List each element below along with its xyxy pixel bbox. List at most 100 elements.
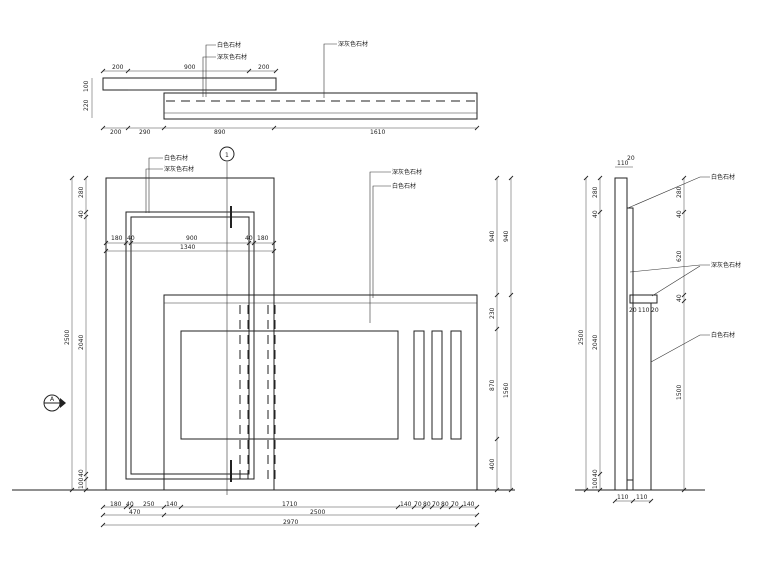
plan-view: 200 900 200 100 220 200 290 890 1610 白色石… — [83, 40, 480, 136]
dim-b-1710: 1710 — [282, 501, 297, 508]
dim-b-140b: 140 — [400, 501, 412, 508]
side-note-white-b: 白色石材 — [711, 331, 735, 339]
side-dim-r-280: 280 — [676, 186, 683, 198]
tick — [271, 240, 277, 246]
front-note-white-b: 白色石材 — [392, 182, 416, 190]
tick — [429, 504, 435, 510]
side-dim-mid-20b: 20 — [651, 307, 659, 314]
dim-b-40: 40 — [126, 501, 134, 508]
tick — [83, 476, 89, 482]
tick — [83, 175, 89, 181]
tick — [681, 292, 687, 298]
tick — [630, 498, 636, 504]
tick — [508, 292, 514, 298]
axis-bubble — [219, 146, 235, 162]
side-dim-b-110a: 110 — [617, 494, 629, 501]
plan-lower-slab — [163, 92, 478, 120]
dim-100: 100 — [78, 477, 85, 489]
tick — [597, 209, 603, 215]
front-screen-panel — [180, 330, 399, 440]
dim-2040: 2040 — [78, 335, 85, 350]
tick — [271, 125, 277, 131]
dim-b-250: 250 — [143, 501, 155, 508]
front-vertical-slot-2 — [431, 330, 443, 440]
side-note-dark: 深灰色石材 — [711, 261, 741, 269]
plan-dim-900: 900 — [184, 64, 196, 71]
dim-in-40b: 40 — [245, 235, 253, 242]
side-main-panel — [614, 177, 628, 491]
side-callout-white-b — [650, 334, 710, 363]
tick — [69, 175, 75, 181]
side-dim-mid-20a: 20 — [629, 307, 637, 314]
dim-in-180b: 180 — [257, 235, 269, 242]
dim-b-70b: 70 — [432, 501, 440, 508]
dim-r-400: 400 — [489, 458, 496, 470]
side-dim-r-40b: 40 — [676, 294, 683, 302]
side-cap — [629, 294, 658, 304]
front-callout-dark — [145, 168, 163, 213]
front-frame-outer — [125, 211, 255, 480]
dim-r-230: 230 — [489, 307, 496, 319]
tick — [103, 240, 109, 246]
side-dim-2500: 2500 — [578, 330, 585, 345]
tick — [100, 68, 106, 74]
tick — [508, 175, 514, 181]
tick — [128, 504, 134, 510]
tick — [246, 240, 252, 246]
tick — [161, 512, 167, 518]
plan-dim-b-290: 290 — [139, 129, 151, 136]
tick — [612, 498, 618, 504]
plan-dim-220: 220 — [83, 99, 90, 111]
side-dim-100: 100 — [592, 477, 599, 489]
dim-b-470: 470 — [129, 509, 141, 516]
dim-40a: 40 — [78, 210, 85, 218]
side-note-white-a: 白色石材 — [711, 173, 735, 181]
tick — [125, 125, 131, 131]
tick — [123, 504, 129, 510]
tick — [178, 504, 184, 510]
tick — [458, 504, 464, 510]
tick — [251, 240, 257, 246]
tick — [474, 522, 480, 528]
side-callout-dark-a — [629, 264, 710, 273]
plan-callout-white — [205, 44, 216, 97]
tick — [100, 125, 106, 131]
tick — [271, 248, 277, 254]
plan-note-white: 白色石材 — [217, 41, 241, 49]
dim-1340: 1340 — [180, 244, 195, 251]
dim-b-2970: 2970 — [283, 519, 298, 526]
dim-b-80a: 80 — [423, 501, 431, 508]
dim-in-40a: 40 — [127, 235, 135, 242]
section-marker-arrow-icon — [60, 398, 66, 408]
front-callout-dark-b — [369, 171, 391, 323]
dim-b-70c: 70 — [451, 501, 459, 508]
side-dim-r-620: 620 — [676, 250, 683, 262]
tick — [273, 68, 279, 74]
tick — [421, 504, 427, 510]
tick — [103, 248, 109, 254]
dim-b-140c: 140 — [463, 501, 475, 508]
tick — [123, 240, 129, 246]
plan-dim-b-1610: 1610 — [370, 129, 385, 136]
front-lower-slab — [163, 294, 478, 491]
side-callout-dark-b — [651, 265, 701, 297]
plan-dim-200b: 200 — [258, 64, 270, 71]
plan-upper-slab — [102, 77, 277, 91]
plan-note-dark-b: 深灰色石材 — [338, 40, 368, 48]
tick — [474, 512, 480, 518]
dim-r-870: 870 — [489, 379, 496, 391]
tick — [681, 175, 687, 181]
side-dim-280: 280 — [592, 186, 599, 198]
tick — [494, 487, 500, 493]
plan-dim-b-890: 890 — [214, 129, 226, 136]
tick — [494, 436, 500, 442]
plan-note-dark-a: 深灰色石材 — [217, 53, 247, 61]
tick — [395, 504, 401, 510]
side-lower-body — [632, 302, 652, 491]
plan-dim-200a: 200 — [112, 64, 124, 71]
section-marker-label: A — [50, 396, 55, 403]
dim-r-940b: 940 — [503, 230, 510, 242]
axis-label: 1 — [225, 152, 229, 159]
tick — [597, 471, 603, 477]
